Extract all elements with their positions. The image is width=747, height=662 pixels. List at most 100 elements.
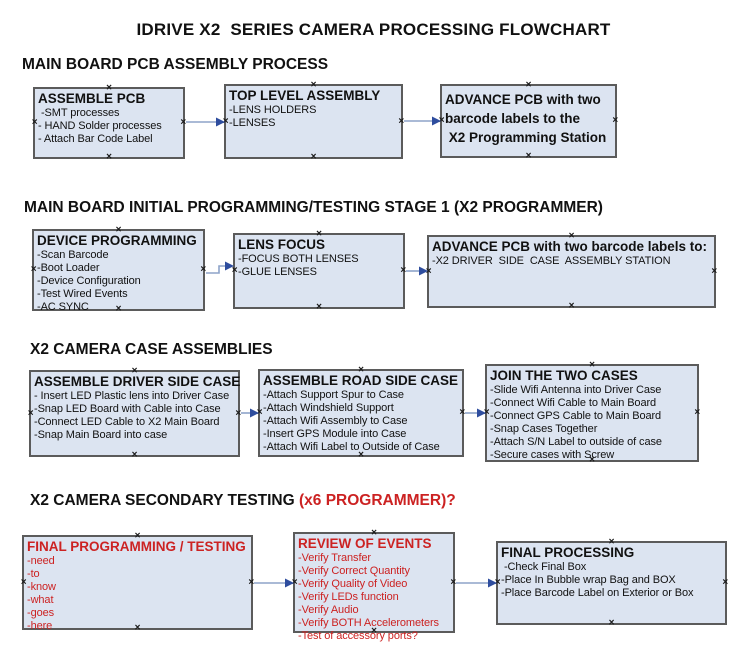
box-item: -Connect Wifi Cable to Main Board [490, 397, 657, 409]
box-item: -Attach Windshield Support [263, 402, 394, 414]
connection-handle-icon: × [316, 228, 322, 240]
connection-handle-icon: × [371, 527, 377, 539]
connection-handle-icon: × [438, 115, 445, 126]
connection-handle-icon: × [115, 224, 122, 236]
box-item: -Verify BOTH Accelerometers [298, 617, 439, 629]
box-assemble-pcb: ×××× ASSEMBLE PCB -SMT processes - HAND … [32, 82, 187, 162]
box-item: -Test Wired Events [37, 288, 128, 300]
connection-handle-icon: × [711, 265, 718, 277]
box-item: -Attach Support Spur to Case [263, 389, 404, 401]
box-title: REVIEW OF EVENTS [298, 536, 432, 551]
connection-handle-icon: × [115, 303, 122, 315]
connection-handle-icon: × [525, 79, 532, 91]
box-item: - Attach Bar Code Label [38, 133, 153, 145]
arrow-right-icon [186, 117, 225, 127]
section-heading-text: X2 CAMERA SECONDARY TESTING [30, 492, 295, 509]
box-title: barcode labels to the [445, 111, 581, 126]
box-item: -know [27, 581, 56, 593]
box-item: -Snap Main Board into case [34, 429, 168, 441]
connection-handle-icon: × [310, 79, 317, 91]
connection-handle-icon: × [134, 622, 141, 634]
box-review-of-events: ×××× REVIEW OF EVENTS -Verify Transfer -… [291, 527, 457, 642]
box-item: -AC SYNC [37, 301, 89, 313]
box-title: ASSEMBLE DRIVER SIDE CASE [34, 374, 241, 389]
connection-handle-icon: × [371, 625, 377, 637]
box-title: X2 Programming Station [445, 130, 607, 145]
connection-handle-icon: × [20, 576, 27, 588]
box-join-the-two-cases: ×××× JOIN THE TWO CASES -Slide Wifi Ante… [484, 359, 701, 465]
box-item: -Place In Bubble wrap Bag and BOX [501, 574, 676, 586]
connection-handle-icon: × [231, 265, 238, 276]
arrow-right-icon [404, 116, 441, 126]
connection-handle-icon: × [134, 530, 141, 542]
box-item: -goes [27, 607, 55, 619]
connection-handle-icon: × [30, 264, 37, 275]
box-top-level-assembly: ×××× TOP LEVEL ASSEMBLY -LENS HOLDERS -L… [222, 79, 404, 162]
box-item: -Insert GPS Module into Case [263, 428, 407, 440]
connection-handle-icon: × [200, 264, 207, 275]
section-heading-secondary-testing: X2 CAMERA SECONDARY TESTING (x6 PROGRAMM… [30, 492, 456, 510]
connection-handle-icon: × [525, 150, 532, 162]
box-title: ASSEMBLE ROAD SIDE CASE [263, 373, 459, 388]
connection-handle-icon: × [450, 576, 457, 588]
connection-handle-icon: × [612, 115, 619, 126]
connection-handle-icon: × [106, 82, 112, 94]
box-item: -Check Final Box [501, 561, 587, 573]
connection-handle-icon: × [589, 359, 595, 371]
arrow-elbow-right-icon [206, 261, 234, 274]
connection-handle-icon: × [608, 536, 615, 548]
connection-handle-icon: × [131, 449, 138, 461]
box-item: -Attach Wifi Label to Outside of Case [263, 441, 440, 453]
connection-handle-icon: × [131, 365, 138, 377]
connection-handle-icon: × [27, 407, 34, 419]
connection-handle-icon: × [358, 449, 364, 461]
connection-handle-icon: × [722, 577, 729, 588]
box-item: -Slide Wifi Antenna into Driver Case [490, 384, 662, 396]
arrow-right-icon [254, 578, 294, 588]
box-item: -Snap LED Board with Cable into Case [34, 403, 221, 415]
box-item: -X2 DRIVER SIDE CASE ASSEMBLY STATION [432, 255, 671, 267]
section-heading-initial-programming: MAIN BOARD INITIAL PROGRAMMING/TESTING S… [24, 199, 603, 216]
page-title: IDRIVE X2 SERIES CAMERA PROCESSING FLOWC… [136, 20, 611, 39]
connection-handle-icon: × [694, 407, 701, 418]
box-item: -LENS HOLDERS [229, 104, 317, 116]
box-title: FINAL PROGRAMMING / TESTING [27, 539, 246, 554]
connection-handle-icon: × [235, 407, 242, 419]
connection-handle-icon: × [400, 265, 407, 276]
connection-handle-icon: × [568, 230, 575, 242]
box-item: -LENSES [229, 117, 276, 129]
box-item: -FOCUS BOTH LENSES [238, 253, 359, 265]
box-item: -Boot Loader [37, 262, 100, 274]
connection-handle-icon: × [248, 576, 255, 588]
box-item: -Verify Quality of Video [298, 578, 408, 590]
box-advance-pcb-programming-station: × × × × ADVANCE PCB with two barcode labels… [438, 79, 619, 161]
box-final-processing: ×××× FINAL PROCESSING -Check Final Box -… [495, 536, 729, 628]
box-item: -SMT processes [38, 107, 120, 119]
box-item: -Device Configuration [37, 275, 141, 287]
section-heading-pcb-assembly: MAIN BOARD PCB ASSEMBLY PROCESS [22, 56, 329, 73]
box-item: -what [27, 594, 54, 606]
box-item: -GLUE LENSES [238, 266, 317, 278]
section-heading-suffix: (x6 PROGRAMMER)? [294, 492, 456, 509]
connection-handle-icon: × [180, 117, 187, 128]
arrow-right-icon [456, 578, 497, 588]
box-device-programming: ×××× DEVICE PROGRAMMING -Scan Barcode -B… [30, 224, 207, 314]
box-item: -Snap Cases Together [490, 423, 598, 435]
box-title: FINAL PROCESSING [501, 545, 635, 560]
connection-handle-icon: × [291, 576, 298, 588]
box-title: ADVANCE PCB with two [445, 92, 601, 107]
connection-handle-icon: × [222, 115, 229, 127]
box-item: -Attach S/N Label to outside of case [490, 436, 662, 448]
box-item: -here [27, 620, 53, 632]
box-item: -Attach Wifi Assembly to Case [263, 415, 408, 427]
connection-handle-icon: × [608, 617, 615, 629]
box-final-programming-testing: × × × × FINAL PROGRAMMING / TESTING -need -… [20, 530, 255, 633]
box-item: -Verify Audio [298, 604, 359, 616]
box-title: ASSEMBLE PCB [38, 91, 146, 106]
box-lens-focus: ×××× LENS FOCUS -FOCUS BOTH LENSES -GLUE… [231, 228, 407, 312]
box-item: -Place Barcode Label on Exterior or Box [501, 587, 694, 599]
connection-handle-icon: × [459, 407, 466, 418]
box-item: - Insert LED Plastic lens into Driver Ca… [34, 390, 230, 402]
section-heading-case-assemblies: X2 CAMERA CASE ASSEMBLIES [30, 341, 273, 358]
box-item: -need [27, 555, 55, 567]
